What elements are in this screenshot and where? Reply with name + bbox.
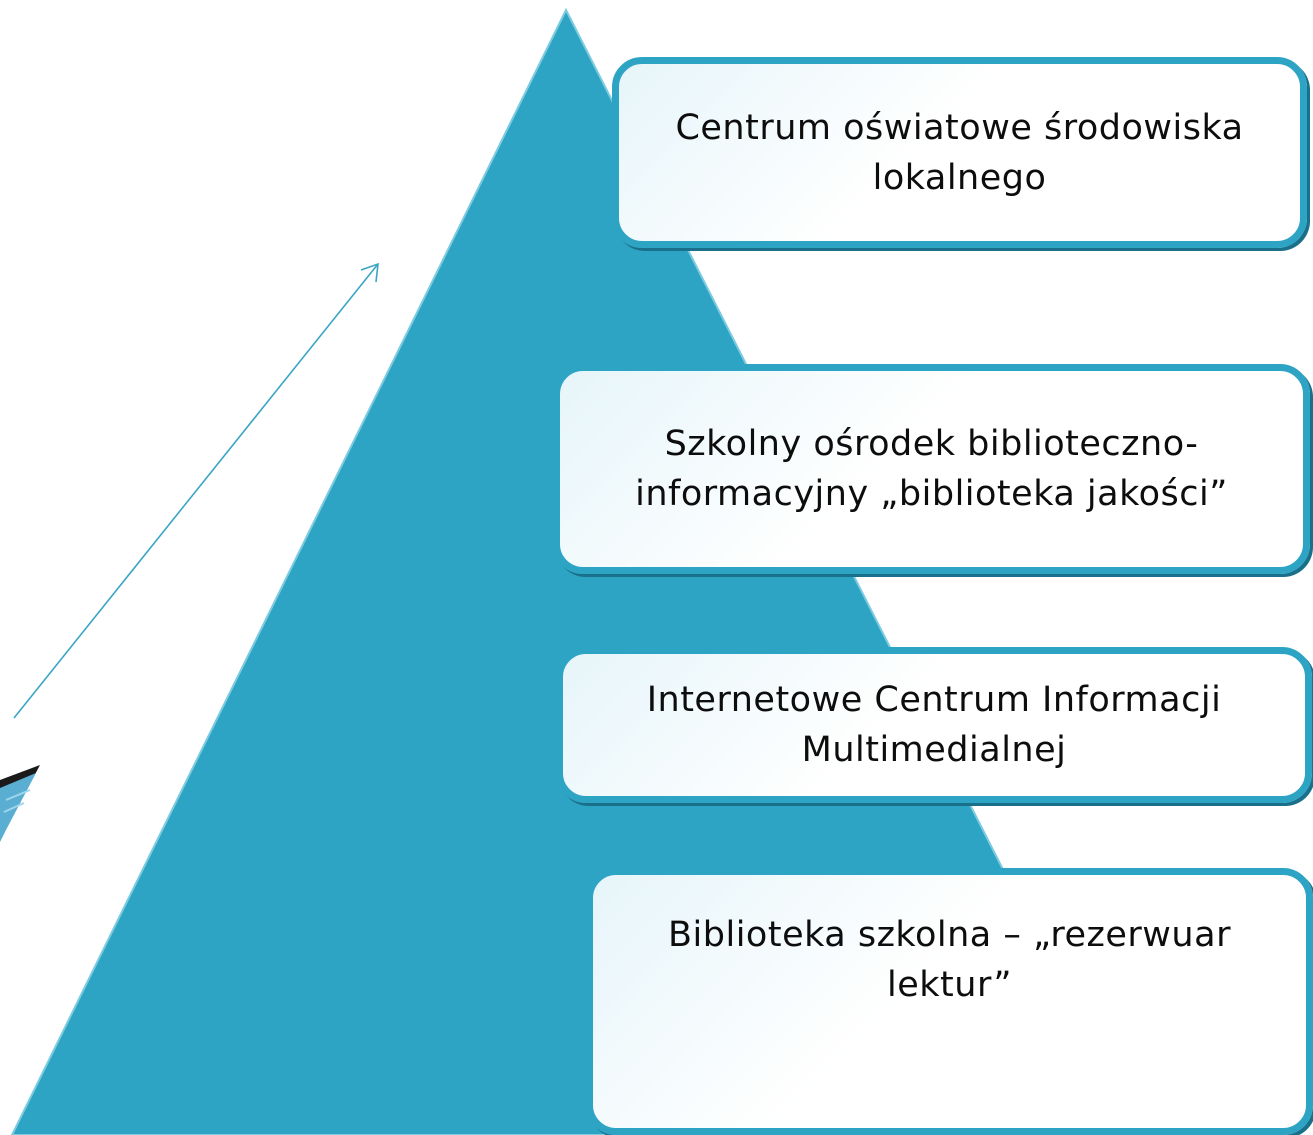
level-box-3: Internetowe Centrum Informacji Multimedi… [556, 647, 1312, 803]
level-label: Centrum oświatowe środowiska lokalnego [675, 107, 1244, 198]
level-label: Szkolny ośrodek biblioteczno-informacyjn… [635, 424, 1228, 514]
level-box-2: Szkolny ośrodek biblioteczno-informacyjn… [553, 364, 1310, 574]
arrow-up-right-icon [13, 262, 379, 719]
corner-image [0, 765, 40, 842]
level-box-4: Biblioteka szkolna – „rezerwuar lektur” [586, 868, 1313, 1135]
level-label: Biblioteka szkolna – „rezerwuar lektur” [668, 915, 1231, 1005]
level-label: Internetowe Centrum Informacji Multimedi… [646, 680, 1222, 770]
level-box-1: Centrum oświatowe środowiska lokalnego [612, 57, 1307, 248]
